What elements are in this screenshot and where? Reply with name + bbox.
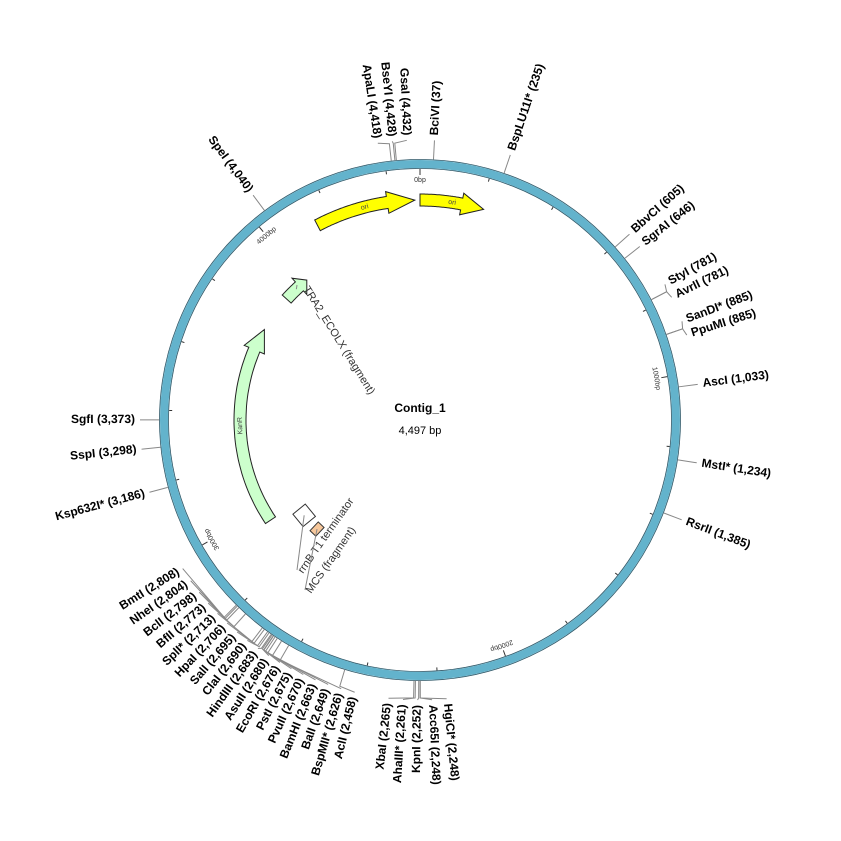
site-leader (339, 669, 355, 693)
tick-mark (318, 190, 321, 194)
tick-label: 2000bp (489, 638, 513, 653)
site-leader (190, 580, 238, 620)
tick-mark (565, 620, 568, 624)
site-leader (388, 680, 415, 699)
plasmid-size: 4,497 bp (399, 425, 442, 437)
terminator-leader (296, 515, 305, 571)
tick-mark (604, 251, 607, 255)
site-label: AscI (1,033) (702, 368, 770, 390)
tick-mark (212, 278, 216, 282)
site-leader (677, 459, 697, 464)
tick-mark (642, 309, 646, 312)
kanr-label: KanR (237, 417, 245, 435)
site-label: SgfI (3,373) (71, 412, 135, 426)
tick-label: 0bp (414, 177, 426, 184)
tick-mark (301, 638, 304, 642)
site-leader (663, 512, 682, 521)
tick-mark (502, 650, 506, 657)
tra2-arrow (281, 277, 308, 304)
mcs-leader (304, 528, 318, 591)
tra2-leader (295, 284, 298, 290)
site-label: Ksp632I* (3,186) (54, 486, 147, 523)
site-leader (236, 631, 268, 647)
tick-mark (258, 226, 264, 233)
site-leader (651, 291, 673, 301)
site-leader (198, 591, 240, 621)
site-leader (503, 154, 511, 174)
site-leader (377, 142, 392, 161)
site-leader (432, 140, 435, 160)
site-leader (394, 139, 407, 161)
ori-2-arrow (419, 192, 485, 216)
tick-label: 1000bp (650, 367, 661, 391)
site-label: BspLU11I* (235) (504, 62, 547, 152)
tick-label: 3000bp (203, 527, 221, 551)
tick-mark (614, 572, 618, 576)
site-label: Acc65I (2,248) (426, 704, 443, 785)
site-label: GsaI (4,432) (397, 68, 414, 136)
site-leader (247, 632, 270, 648)
tick-mark (661, 376, 668, 379)
site-label: MstI* (1,234) (701, 456, 772, 481)
kanr-arrow (233, 328, 277, 525)
restriction-sites: BciVI (37)BspLU11I* (235)BbvCI (605)SgrA… (54, 61, 772, 785)
tick-mark (202, 541, 208, 546)
tick-mark (649, 512, 653, 515)
site-leader (651, 284, 668, 301)
site-leader (402, 680, 416, 700)
plasmid-name: Contig_1 (394, 401, 446, 415)
tick-mark (181, 341, 185, 344)
site-leader (182, 568, 237, 619)
ori-2-label: ori (448, 199, 457, 207)
tick-mark (487, 178, 490, 182)
site-leader (226, 622, 265, 644)
site-leader (261, 634, 273, 656)
site-leader (207, 602, 246, 628)
plasmid-backbone-inner-edge (159, 159, 681, 681)
site-leader (217, 612, 263, 643)
site-label: AhaIII* (2,261) (390, 704, 409, 783)
site-leader (391, 141, 396, 161)
site-leader (252, 194, 265, 211)
tick-mark (244, 597, 248, 601)
plasmid-backbone (160, 160, 680, 680)
site-leader (141, 446, 161, 450)
site-leader (678, 383, 698, 388)
site-label: RsrII (1,385) (684, 514, 753, 551)
site-leader (257, 634, 272, 649)
site-label: HgiCI* (2,248) (441, 703, 462, 781)
site-leader (419, 680, 433, 701)
site-label: SpeI (4,040) (205, 133, 256, 195)
tick-label: 4000bp (256, 226, 279, 246)
site-leader (419, 680, 447, 700)
plasmid-backbone-outer-edge (168, 168, 672, 672)
tick-mark (366, 662, 369, 666)
site-leader (149, 486, 168, 493)
site-label: KpnI (2,252) (409, 705, 424, 773)
site-leader (666, 328, 688, 336)
ori-arrow (314, 190, 417, 232)
tra2-label: TRA2_ECOLX (fragment) (300, 284, 377, 397)
tick-mark (176, 478, 180, 481)
tick-mark (551, 206, 554, 210)
site-leader (417, 680, 420, 701)
site-leader (624, 246, 641, 259)
site-leader (614, 233, 630, 248)
ori-label: ori (360, 203, 370, 212)
site-label: SspI (3,298) (69, 442, 137, 463)
site-leader (666, 321, 684, 335)
site-label: BciVI (37) (427, 80, 444, 135)
